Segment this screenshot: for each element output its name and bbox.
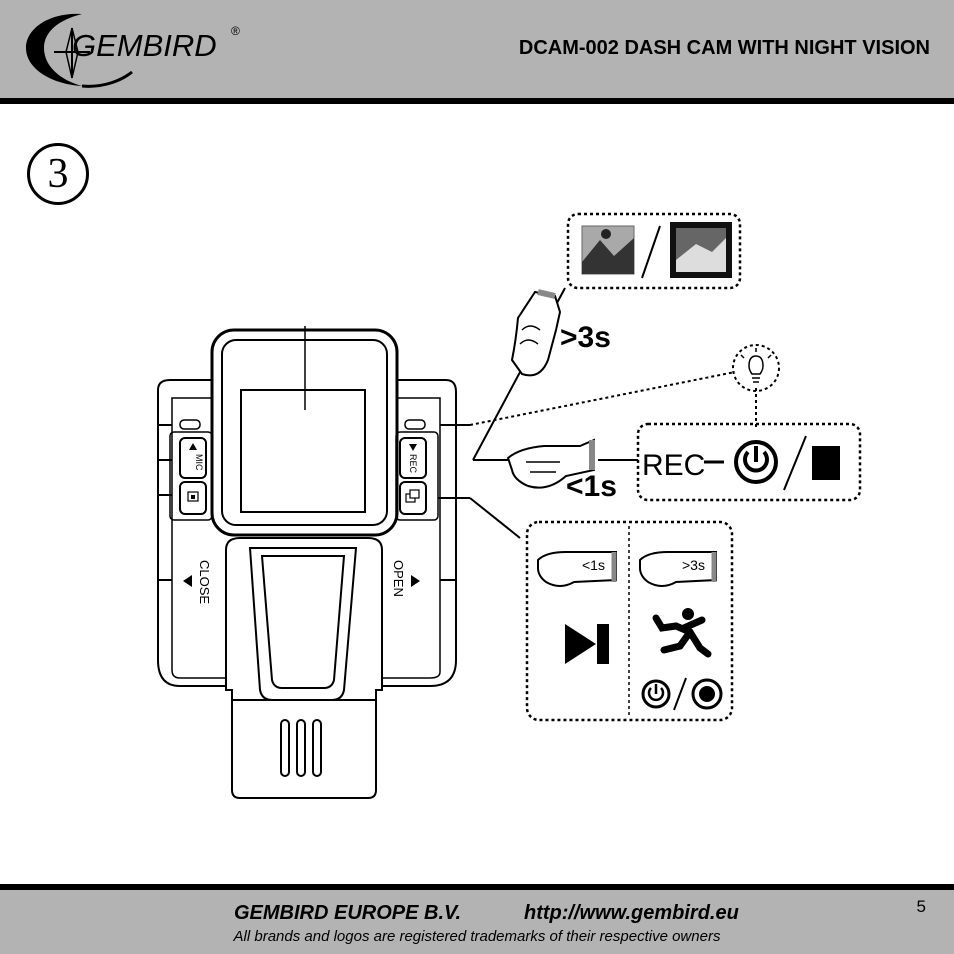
bulb-icon (740, 348, 772, 383)
led-callout-line (469, 371, 736, 426)
step-number: 3 (47, 151, 69, 197)
left-led (179, 419, 201, 430)
bw-photo-icon (670, 222, 732, 278)
rec-slash (783, 435, 807, 491)
lcd-screen (240, 389, 366, 513)
footer-company: GEMBIRD EUROPE B.V. (234, 902, 462, 924)
next-track-icon (565, 624, 609, 664)
logo-brand: GEMBIRD (72, 28, 217, 63)
logo-swoosh-icon (26, 13, 133, 88)
right-button-cluster: REC (395, 431, 439, 521)
photo-mode-box (525, 520, 734, 722)
camera-body (157, 379, 457, 687)
small-short-press-hand-icon (537, 551, 617, 587)
footer-rule (0, 884, 954, 890)
registered-mark: ® (231, 24, 240, 38)
photo-slash (641, 225, 661, 279)
small-long-press-hand-icon (639, 551, 717, 587)
page-footer (0, 890, 954, 954)
page-number: 5 (916, 897, 926, 916)
open-label: OPEN (391, 560, 406, 597)
power-icon (734, 440, 778, 484)
footer-url-link[interactable]: http://www.gembird.eu (524, 902, 739, 924)
left-button-cluster: MIC (169, 431, 213, 521)
running-person-icon (652, 608, 712, 658)
mount-bracket (225, 537, 383, 799)
color-photo-icon (581, 225, 635, 275)
footer-trademark-note: All brands and logos are registered trad… (233, 928, 721, 945)
small-long-press-label: >3s (682, 557, 705, 573)
rec-button-label: REC (408, 454, 418, 474)
gembird-logo (22, 6, 252, 92)
long-press-hand-icon (510, 289, 562, 377)
bulb-callout-circle (732, 344, 780, 392)
close-arrow-icon (183, 575, 192, 587)
open-arrow-icon (411, 575, 420, 587)
header-rule (0, 98, 954, 104)
document-title: DCAM-002 DASH CAM WITH NIGHT VISION (518, 37, 930, 59)
page-header (0, 0, 954, 98)
small-slash (673, 677, 687, 711)
long-press-label: >3s (560, 321, 611, 354)
screen-bezel (210, 326, 399, 537)
short-press-hand-icon (506, 438, 595, 489)
short-press-label: <1s (566, 470, 617, 503)
rec-mode-box (636, 422, 862, 502)
rec-label: REC (642, 449, 705, 482)
small-power-icon (641, 679, 671, 709)
image-mode-box (566, 212, 742, 290)
close-label: CLOSE (197, 560, 212, 604)
stop-icon (812, 446, 840, 480)
record-icon (691, 678, 723, 710)
right-led (404, 419, 426, 430)
step-number-circle (27, 143, 89, 205)
mic-button-label: MIC (194, 454, 204, 471)
small-short-press-label: <1s (582, 557, 605, 573)
